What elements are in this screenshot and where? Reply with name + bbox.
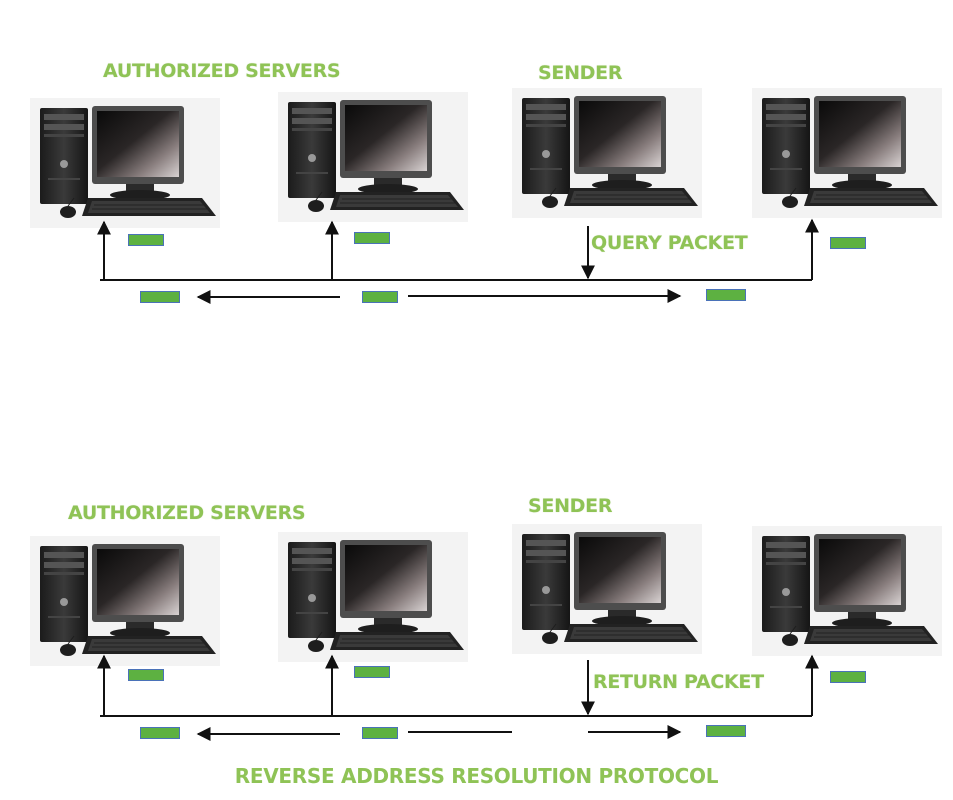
packet-icon	[362, 291, 398, 303]
packet-icon	[706, 289, 746, 301]
desktop-computer-icon	[30, 98, 220, 228]
packet-icon	[362, 727, 398, 739]
desktop-computer-icon	[752, 88, 942, 218]
sender-label-bottom: SENDER	[528, 495, 613, 517]
packet-icon	[128, 669, 164, 681]
desktop-computer-icon	[278, 92, 468, 222]
authorized-servers-label-top: AUTHORIZED SERVERS	[103, 60, 341, 82]
packet-icon	[706, 725, 746, 737]
desktop-computer-icon	[30, 536, 220, 666]
desktop-computer-icon	[512, 524, 703, 655]
return-packet-label: RETURN PACKET	[593, 671, 764, 693]
authorized-servers-label-bottom: AUTHORIZED SERVERS	[68, 502, 306, 524]
packet-icon	[354, 232, 390, 244]
packet-icon	[830, 671, 866, 683]
sender-label-top: SENDER	[538, 62, 623, 84]
desktop-computer-icon	[752, 526, 942, 656]
packet-icon	[830, 237, 866, 249]
packet-icon	[354, 666, 390, 678]
desktop-computer-icon	[278, 532, 468, 662]
desktop-computer-icon	[512, 88, 703, 219]
packet-icon	[128, 234, 164, 246]
packet-icon	[140, 291, 180, 303]
query-packet-label: QUERY PACKET	[591, 232, 748, 254]
diagram-caption: REVERSE ADDRESS RESOLUTION PROTOCOL	[234, 764, 719, 788]
packet-icon	[140, 727, 180, 739]
